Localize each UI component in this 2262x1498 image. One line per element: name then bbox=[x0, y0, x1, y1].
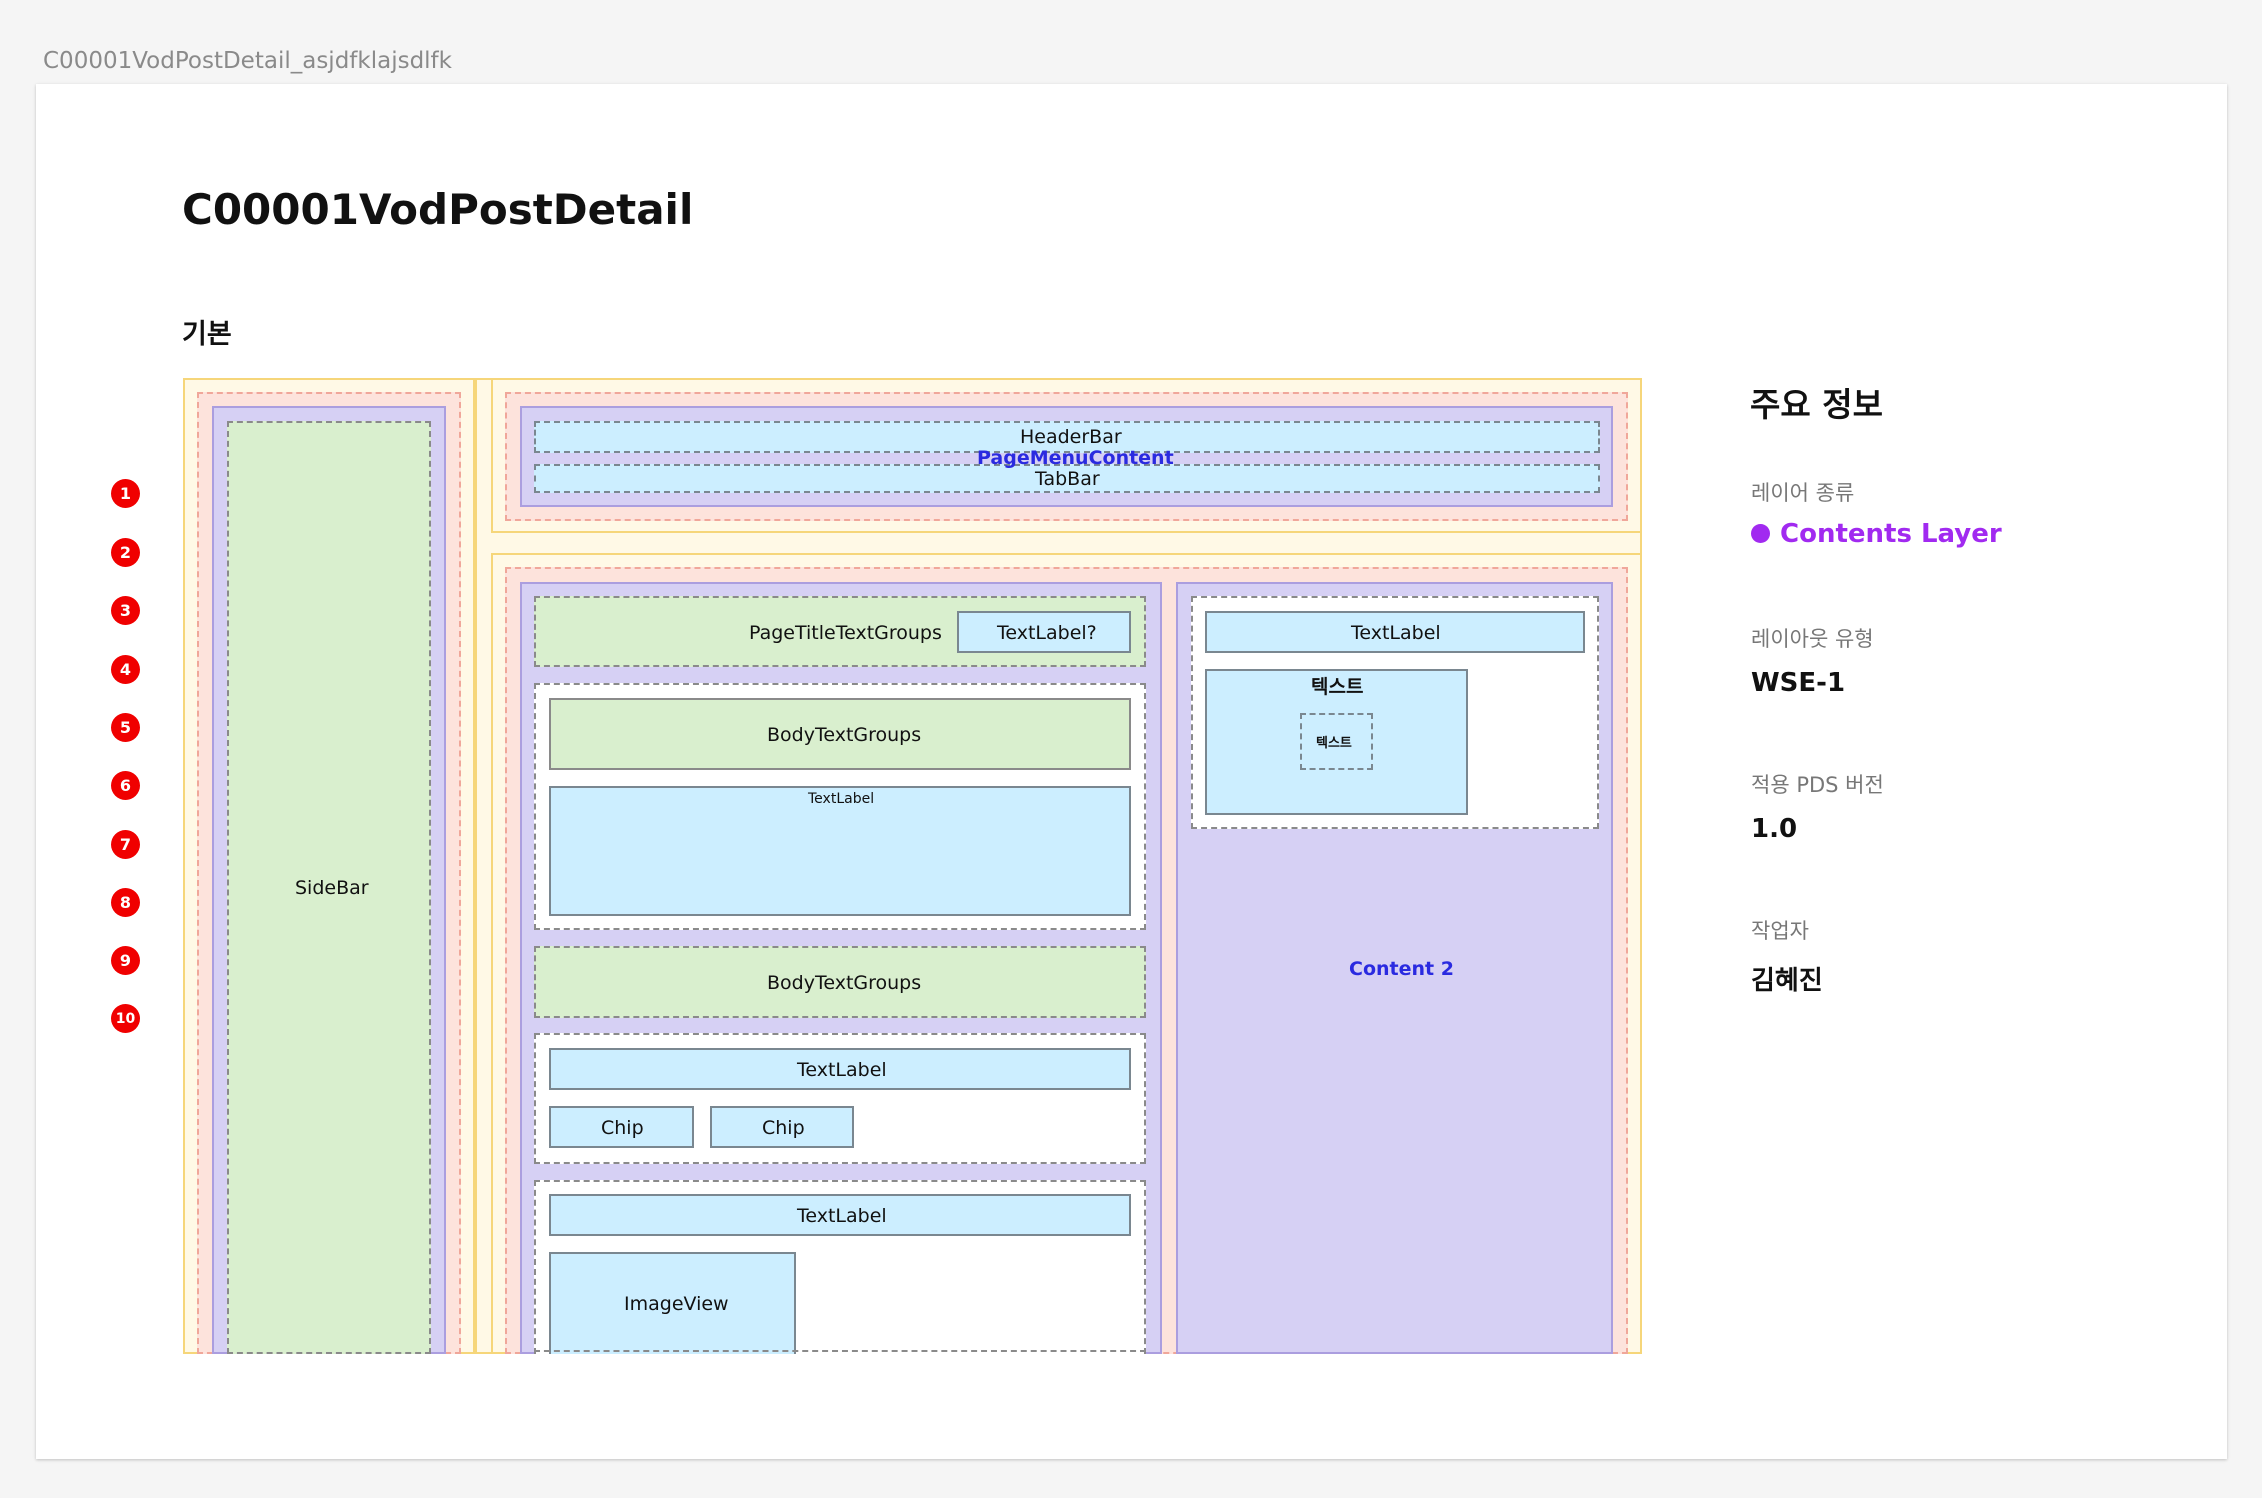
image-group-bottom-edge bbox=[534, 1350, 1146, 1352]
info-title: 주요 정보 bbox=[1750, 385, 1883, 424]
text-label-chips-label: TextLabel bbox=[797, 1059, 887, 1081]
marker-1: 1 bbox=[111, 479, 140, 508]
layout-type-value: WSE-1 bbox=[1751, 668, 1846, 698]
author-value: 김혜진 bbox=[1751, 966, 1823, 996]
pds-version-key: 적용 PDS 버전 bbox=[1751, 773, 1884, 797]
image-view bbox=[549, 1252, 796, 1354]
body-text-groups-2-label: BodyTextGroups bbox=[767, 972, 922, 994]
marker-4: 4 bbox=[111, 655, 140, 684]
text-label-chips bbox=[549, 1048, 1131, 1090]
text-label-optional bbox=[957, 611, 1131, 653]
marker-7: 7 bbox=[111, 830, 140, 859]
marker-3: 3 bbox=[111, 596, 140, 625]
body-text-groups-2 bbox=[534, 946, 1146, 1018]
chip-2 bbox=[710, 1106, 854, 1148]
header-bar bbox=[534, 421, 1600, 453]
page-title: C00001VodPostDetail bbox=[182, 185, 694, 234]
chip-1 bbox=[549, 1106, 694, 1148]
layout-type-key: 레이아웃 유형 bbox=[1751, 627, 1874, 651]
chip-1-label: Chip bbox=[601, 1117, 644, 1139]
body-text-groups-1 bbox=[549, 698, 1131, 770]
content2-text-label-heading: 텍스트 bbox=[1311, 676, 1364, 698]
content2-text-label bbox=[1205, 611, 1585, 653]
page-title-text-groups-label: PageTitleTextGroups bbox=[749, 622, 942, 644]
frame-label: C00001VodPostDetail_asjdfklajsdlfk bbox=[43, 48, 452, 74]
layer-type-text: Contents Layer bbox=[1780, 519, 2002, 549]
marker-9: 9 bbox=[111, 946, 140, 975]
text-label-image bbox=[549, 1194, 1131, 1236]
layer-type-key: 레이어 종류 bbox=[1751, 481, 1855, 505]
marker-2: 2 bbox=[111, 538, 140, 567]
sidebar-label: SideBar bbox=[295, 877, 369, 899]
layer-color-dot-icon bbox=[1751, 524, 1770, 543]
marker-6: 6 bbox=[111, 771, 140, 800]
image-view-label: ImageView bbox=[624, 1293, 729, 1315]
marker-5: 5 bbox=[111, 713, 140, 742]
content2-label: Content 2 bbox=[1349, 958, 1454, 980]
text-label-small-label: TextLabel bbox=[808, 791, 875, 807]
author-key: 작업자 bbox=[1751, 919, 1809, 943]
sidebar-box bbox=[227, 421, 431, 1354]
marker-10: 10 bbox=[111, 1004, 140, 1033]
text-label-small bbox=[549, 786, 1131, 916]
text-label-optional-label: TextLabel? bbox=[997, 622, 1097, 644]
header-bar-label: HeaderBar bbox=[1020, 426, 1122, 448]
content2-inner-text-label: 텍스트 bbox=[1316, 736, 1352, 751]
content2-inner-text-box bbox=[1300, 713, 1373, 770]
layer-type-value: Contents Layer bbox=[1751, 519, 2002, 549]
text-label-image-label: TextLabel bbox=[797, 1205, 887, 1227]
tab-bar bbox=[534, 464, 1600, 493]
content2-text-label-label: TextLabel bbox=[1351, 622, 1441, 644]
tab-bar-label: TabBar bbox=[1035, 468, 1100, 490]
marker-8: 8 bbox=[111, 888, 140, 917]
body-text-groups-1-label: BodyTextGroups bbox=[767, 724, 922, 746]
section-title: 기본 bbox=[182, 319, 232, 350]
chip-2-label: Chip bbox=[762, 1117, 805, 1139]
page-menu-content-label: PageMenuContent bbox=[977, 447, 1174, 469]
pds-version-value: 1.0 bbox=[1751, 814, 1798, 844]
